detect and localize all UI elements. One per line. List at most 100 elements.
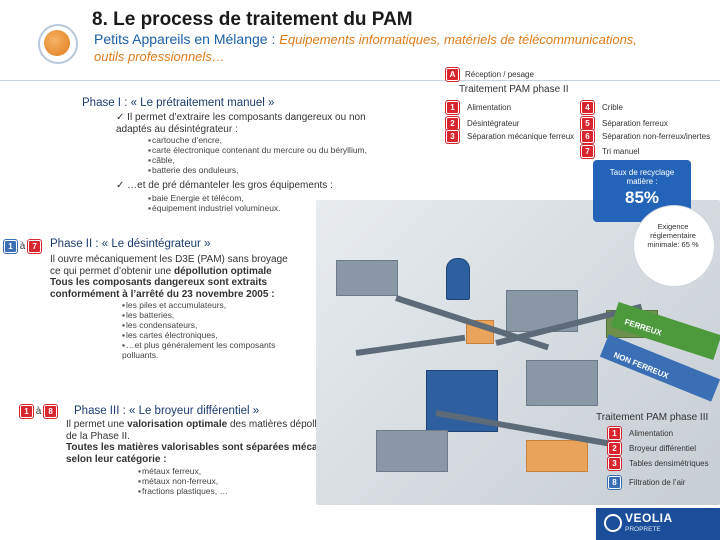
legend-badge: 6 [581, 130, 594, 143]
orange-sphere-logo-icon [44, 30, 70, 56]
legend-badge: 7 [581, 145, 594, 158]
phase1-title: Phase I : « Le prétraitement manuel » [82, 97, 275, 109]
list-item: baie Energie et télécom, [148, 193, 281, 203]
legend-item: 6 Séparation non-ferreux/inertes [581, 130, 710, 143]
phase3-title: Phase III : « Le broyeur différentiel » [74, 405, 260, 417]
density-table [526, 360, 598, 406]
step-connector: à [19, 241, 26, 252]
legend-item: 3 Tables densimétriques [608, 457, 709, 470]
legend-label: Tables densimétriques [629, 459, 709, 468]
logo-ring-icon [38, 24, 78, 64]
requirement-circle [633, 205, 715, 287]
legend-label: Tri manuel [602, 147, 640, 156]
phase3-steps: 1 à 8 [20, 405, 58, 418]
output-bin [526, 440, 588, 472]
list-item: les piles et accumulateurs, [122, 300, 312, 310]
legend-item: 2 Désintégrateur [446, 117, 519, 130]
phase1-items1: cartouche d’encre, carte électronique co… [148, 135, 367, 175]
page-title: 8. Le process de traitement du PAM [92, 9, 413, 30]
phase1-items2: baie Energie et télécom, équipement indu… [148, 193, 281, 213]
brand-name: VEOLIA [625, 511, 673, 525]
phase2-title: Phase II : « Le désintégrateur » [50, 238, 211, 250]
recycling-rate-label: Taux de recyclage matière : [609, 168, 675, 186]
legend-badge: 5 [581, 117, 594, 130]
legend-item: 4 Crible [581, 101, 623, 114]
step-badge: 7 [28, 240, 42, 253]
phase3-line4: selon leur catégorie : [66, 453, 167, 465]
subtitle-description: Equipements informatiques, matériels de … [279, 32, 637, 47]
recycling-rate-value: 85% [624, 188, 660, 207]
phase2-line2: ce qui permet d’obtenir une dépollution … [50, 266, 318, 278]
list-item: métaux ferreux, [138, 466, 228, 476]
legend-label: Séparation ferreux [602, 119, 668, 128]
subtitle-line2: outils professionnels… [94, 49, 225, 64]
list-item: batterie des onduleurs, [148, 165, 367, 175]
phase3-items: métaux ferreux, métaux non-ferreux, frac… [138, 466, 228, 496]
legend-item: 7 Tri manuel [581, 145, 640, 158]
legend-badge: 2 [446, 117, 459, 130]
phase3-line2: de la Phase II. [66, 430, 130, 442]
phase2-legend-title: Traitement PAM phase II [459, 84, 569, 95]
list-item: carte électronique contenant du mercure … [148, 145, 367, 155]
list-item: …et plus généralement les composants pol… [122, 340, 312, 360]
legend-label: Séparation mécanique ferreux [467, 132, 575, 141]
phase1-check1-text: Il permet d’extraire les composants dang… [127, 112, 366, 123]
list-item: les cartes électroniques, [122, 330, 312, 340]
phase1-check1: ✓ Il permet d’extraire les composants da… [116, 112, 366, 135]
header [0, 0, 720, 78]
phase2-steps: 1 à 7 [4, 240, 42, 253]
step-badge: 1 [20, 405, 33, 418]
legend-label: Désintégrateur [467, 119, 520, 128]
badge-a: A [446, 68, 459, 81]
legend-reception: A Réception / pesage [446, 68, 534, 81]
phase2-items: les piles et accumulateurs, les batterie… [122, 300, 312, 360]
list-item: métaux non-ferreux, [138, 476, 228, 486]
silo-machine [446, 258, 470, 300]
legend-badge: 8 [608, 476, 621, 489]
phase3-line3: Toutes les matières valorisables sont sé… [66, 442, 369, 453]
phase2-line3: Tous les composants dangereux sont extra… [50, 277, 268, 288]
legend-badge: 3 [608, 457, 621, 470]
phase1-check2-text: …et de pré démanteler les gros équipemen… [127, 180, 333, 191]
phase2-line2-pre: ce qui permet d’obtenir une [50, 265, 174, 277]
phase2-line2-bold: dépollution optimale [173, 265, 272, 277]
legend-badge: 1 [608, 427, 621, 440]
page-subtitle: Petits Appareils en Mélange : Equipement… [94, 31, 637, 47]
list-item: les condensateurs, [122, 320, 312, 330]
phase3-line1-post: des matières dépolluées issues [227, 419, 370, 430]
legend-badge: 4 [581, 101, 594, 114]
phase3-line1: Il permet une valorisation optimale des … [66, 419, 396, 431]
list-item: cartouche d’encre, [148, 135, 367, 145]
phase3-line1-pre: Il permet une [66, 419, 128, 430]
conveyor-belt [355, 334, 466, 356]
list-item: les batteries, [122, 310, 312, 320]
checkmark-icon: ✓ [116, 180, 128, 191]
hopper-machine [336, 260, 398, 296]
legend-item: 8 Filtration de l’air [608, 476, 685, 489]
legend-label: Séparation non-ferreux/inertes [602, 132, 711, 141]
phase2-line1: Il ouvre mécaniquement les D3E (PAM) san… [50, 254, 288, 265]
legend-badge: 1 [446, 101, 459, 114]
step-badge: 8 [44, 405, 58, 418]
step-badge: 1 [4, 240, 17, 253]
brand-sub: PROPRETE [625, 526, 661, 533]
list-item: équipement industriel volumineux. [148, 203, 281, 213]
phase1-check2: ✓ …et de pré démanteler les gros équipem… [116, 180, 333, 192]
legend-item: 1 Alimentation [446, 101, 511, 114]
legend-badge: 3 [446, 130, 459, 143]
phase3-body: Il permet une valorisation optimale des … [66, 419, 396, 465]
filter-unit [426, 370, 498, 432]
header-divider [0, 80, 720, 81]
requirement-text: Exigence réglementaire minimale: 65 % [647, 222, 699, 249]
legend-label: Alimentation [467, 103, 512, 112]
legend-reception-label: Réception / pesage [465, 70, 534, 79]
legend-label: Crible [602, 103, 623, 112]
legend-label: Filtration de l’air [629, 478, 686, 487]
legend-item: 3 Séparation mécanique ferreux [446, 130, 574, 143]
phase2-line4: conformément à l’arrêté du 23 novembre 2… [50, 288, 275, 300]
phase2-body: Il ouvre mécaniquement les D3E (PAM) san… [50, 254, 318, 300]
list-item: câble, [148, 155, 367, 165]
veolia-mark-icon [604, 514, 622, 532]
